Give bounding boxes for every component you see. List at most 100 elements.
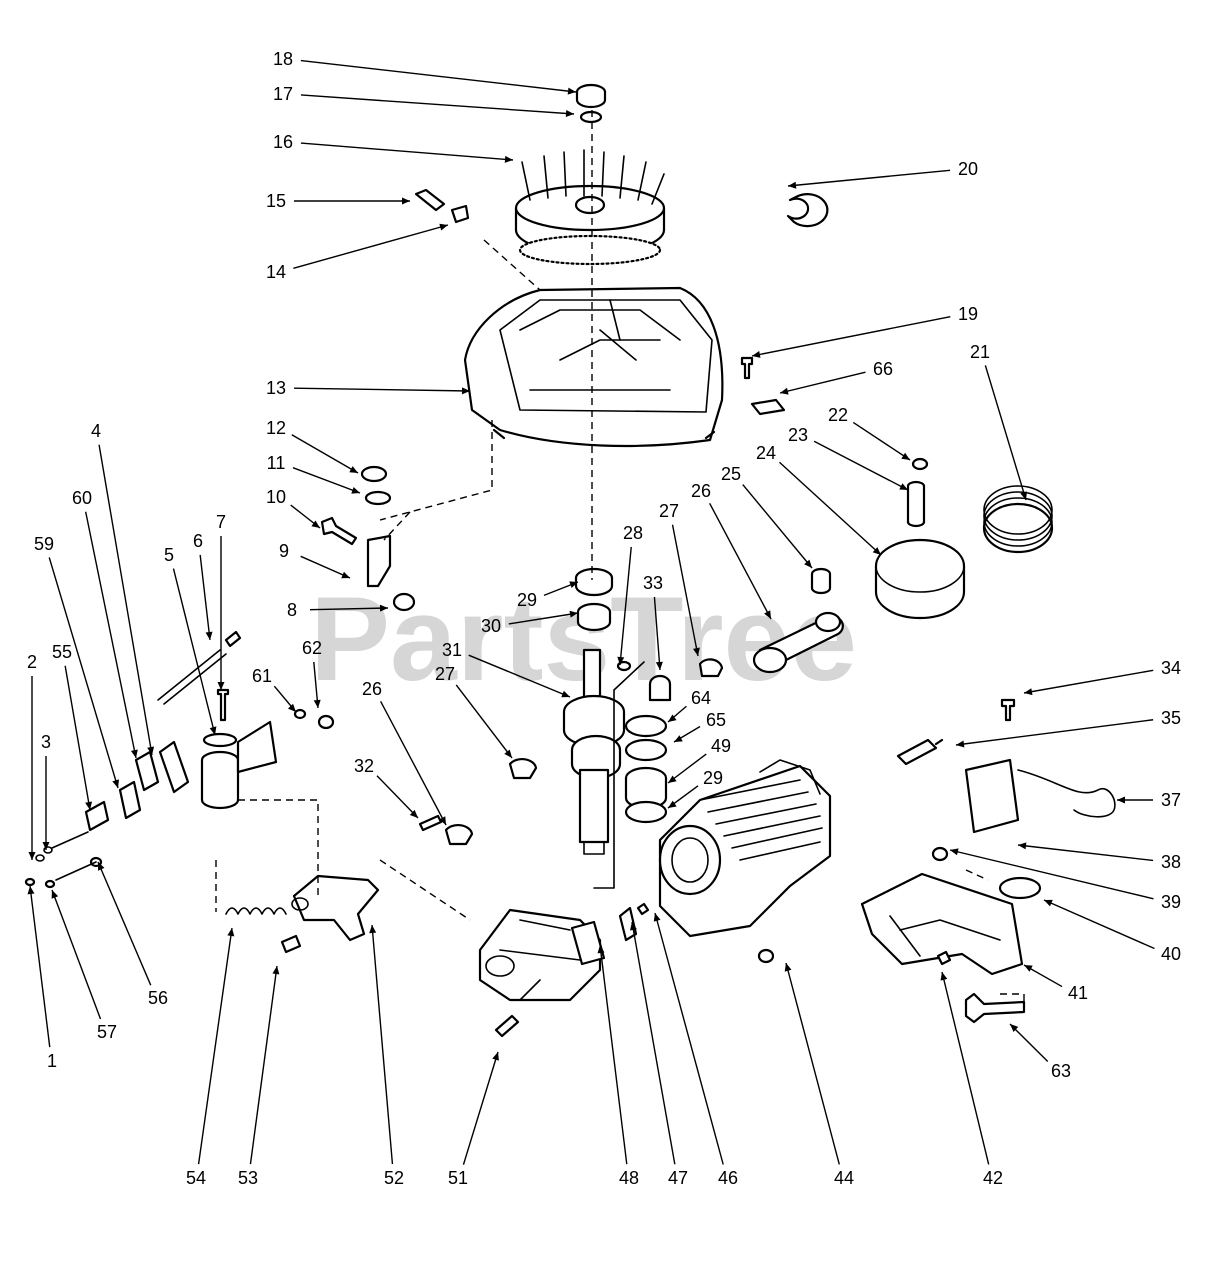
leader-line xyxy=(249,965,278,1165)
leader-arrowhead xyxy=(1018,842,1027,850)
callout-42: 42 xyxy=(940,971,1003,1188)
callout-26: 26 xyxy=(362,679,447,826)
callout-17: 17 xyxy=(273,84,575,117)
callout-number: 53 xyxy=(238,1168,258,1188)
callout-13: 13 xyxy=(266,378,471,398)
leader-arrowhead xyxy=(901,452,910,460)
stop-bracket xyxy=(134,750,160,792)
washer xyxy=(364,490,392,506)
rod-cap-lower xyxy=(444,823,474,846)
piston xyxy=(874,538,966,620)
leader-line xyxy=(371,924,394,1165)
callout-27: 27 xyxy=(659,501,700,657)
callout-61: 61 xyxy=(252,666,297,713)
leader-line xyxy=(599,944,628,1165)
callout-26: 26 xyxy=(691,481,772,620)
callout-1: 1 xyxy=(27,885,57,1071)
leader-arrowhead xyxy=(311,520,320,528)
callout-number: 5 xyxy=(164,545,174,565)
leader-arrowhead xyxy=(872,547,881,555)
leader-arrowhead xyxy=(567,87,576,95)
leader-line xyxy=(653,596,661,671)
callout-31: 31 xyxy=(442,640,571,698)
leader-arrowhead xyxy=(674,735,683,742)
ignition-module xyxy=(964,758,1116,834)
governor-spring xyxy=(225,907,287,915)
callout-number: 37 xyxy=(1161,790,1181,810)
leader-arrowhead xyxy=(27,886,35,895)
callout-9: 9 xyxy=(279,541,351,579)
leader-line xyxy=(508,612,579,625)
leader-line xyxy=(98,444,153,756)
leader-arrowhead xyxy=(504,155,513,163)
governor-lever xyxy=(366,534,392,588)
small-washer xyxy=(44,879,56,889)
callout-number: 42 xyxy=(983,1168,1003,1188)
leader-line xyxy=(742,484,813,569)
callout-41: 41 xyxy=(1023,964,1088,1003)
lock-nut xyxy=(392,592,416,612)
leader-line xyxy=(455,684,513,759)
leader-line xyxy=(1023,669,1154,694)
leader-line xyxy=(751,315,951,357)
callout-number: 57 xyxy=(97,1022,117,1042)
callout-number: 23 xyxy=(788,425,808,445)
leader-line xyxy=(654,912,724,1165)
callout-number: 29 xyxy=(703,768,723,788)
callout-46: 46 xyxy=(653,912,738,1188)
carburetor-bolt xyxy=(494,1014,520,1038)
leader-line xyxy=(984,365,1027,501)
callout-number: 27 xyxy=(659,501,679,521)
leader-arrowhead xyxy=(668,714,677,722)
contact-plate xyxy=(118,780,142,820)
rod-cap-left xyxy=(508,757,538,780)
control-screw xyxy=(216,688,230,722)
callout-number: 26 xyxy=(691,481,711,501)
callout-number: 51 xyxy=(448,1168,468,1188)
leader-arrowhead xyxy=(1020,491,1027,500)
blower-housing xyxy=(463,286,724,448)
bolt xyxy=(320,516,358,546)
callout-number: 64 xyxy=(691,688,711,708)
callout-number: 22 xyxy=(828,405,848,425)
leader-arrowhead xyxy=(668,800,677,808)
bracket-screw xyxy=(936,950,952,966)
callout-34: 34 xyxy=(1023,658,1181,696)
leader-arrowhead xyxy=(569,610,578,618)
callout-8: 8 xyxy=(287,600,389,620)
callout-number: 62 xyxy=(302,638,322,658)
leader-arrowhead xyxy=(147,746,155,755)
leader-arrowhead xyxy=(351,487,360,494)
callout-21: 21 xyxy=(970,342,1027,501)
leader-arrowhead xyxy=(950,848,959,856)
callout-65: 65 xyxy=(673,710,726,743)
leader-line xyxy=(462,1051,499,1165)
leader-arrowhead xyxy=(940,972,948,981)
leader-line xyxy=(379,700,447,826)
callout-40: 40 xyxy=(1043,899,1181,964)
leader-arrowhead xyxy=(788,181,797,189)
callout-number: 59 xyxy=(34,534,54,554)
callout-38: 38 xyxy=(1017,842,1181,872)
bearing-ring-1 xyxy=(624,714,668,738)
leader-arrowhead xyxy=(899,483,908,490)
leader-arrowhead xyxy=(461,387,470,395)
callout-37: 37 xyxy=(1117,790,1181,810)
leader-arrowhead xyxy=(205,631,213,640)
callout-22: 22 xyxy=(828,405,911,461)
leader-arrowhead xyxy=(112,779,120,788)
leader-line xyxy=(291,434,359,474)
leader-arrowhead xyxy=(752,351,761,358)
bearing-ring-2 xyxy=(624,738,668,762)
callout-15: 15 xyxy=(266,191,410,211)
callout-29: 29 xyxy=(667,768,723,809)
leader-arrowhead xyxy=(492,1052,499,1061)
control-plate xyxy=(158,740,190,794)
leader-line xyxy=(813,440,909,491)
callout-number: 17 xyxy=(273,84,293,104)
leader-line xyxy=(29,885,51,1048)
callout-55: 55 xyxy=(52,642,93,811)
callout-number: 33 xyxy=(643,573,663,593)
callout-48: 48 xyxy=(597,944,639,1188)
